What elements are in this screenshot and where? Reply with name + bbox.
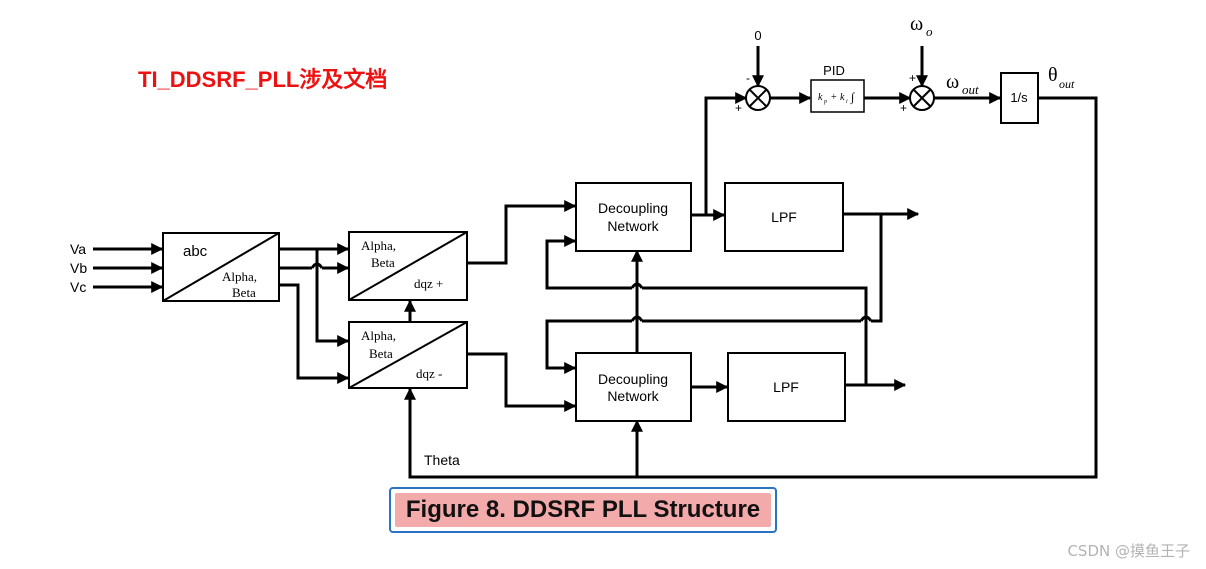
pid-formula-ki: k	[840, 92, 845, 103]
pid-formula-plus: +	[831, 92, 837, 103]
omega-out-sub: out	[962, 82, 979, 97]
va-label: Va	[70, 241, 86, 257]
lpf-top-label: LPF	[771, 209, 797, 225]
dqz-plus-alpha: Alpha,	[361, 238, 396, 253]
figure-caption-box: Figure 8. DDSRF PLL Structure	[389, 487, 777, 533]
theta-feedback-loop	[404, 96, 1098, 479]
annotation-title: TI_DDSRF_PLL涉及文档	[138, 67, 388, 92]
pid-formula-kp: k	[818, 92, 823, 103]
dqz-minus-beta: Beta	[369, 346, 393, 361]
lpf-top-block	[724, 182, 844, 252]
omega-o-symbol: ω	[910, 13, 923, 35]
integrator-block	[1000, 72, 1039, 124]
beta-to-dqz-minus	[279, 283, 350, 384]
dqz-minus-to-decoupling-bottom	[467, 352, 577, 412]
pid-formula-i-sub: i	[846, 99, 848, 105]
integrator-label: 1/s	[1010, 90, 1028, 105]
watermark: CSDN @摸鱼王子	[1067, 542, 1190, 560]
dqz-minus-alpha: Alpha,	[361, 328, 396, 343]
vb-label: Vb	[70, 260, 87, 276]
sum2-junction	[909, 85, 935, 111]
decoupling-network-top	[575, 182, 692, 252]
lpf-bottom-feedback	[642, 286, 868, 385]
figure-caption: Figure 8. DDSRF PLL Structure	[395, 493, 771, 527]
decoupling-top-line2: Network	[607, 218, 659, 234]
omega-o-sub: o	[926, 24, 933, 39]
lpf-bottom-label: LPF	[773, 379, 799, 395]
decoupling-network-bottom	[575, 352, 692, 422]
sum2-plus-top: +	[909, 71, 916, 85]
dqz-plus-label: dqz +	[414, 276, 443, 291]
sum1-minus-sign: -	[746, 71, 750, 85]
pid-formula-integral: ∫	[850, 90, 855, 104]
abc-alpha-label: Alpha,	[222, 269, 257, 284]
theta-label: Theta	[424, 452, 460, 468]
pid-label: PID	[823, 63, 845, 78]
dqz-plus-beta: Beta	[371, 255, 395, 270]
abc-beta-label: Beta	[232, 285, 256, 300]
alpha-to-dqz-minus	[315, 249, 350, 347]
lpf-bottom-block	[727, 352, 846, 422]
sum2-plus-bottom: +	[900, 101, 907, 115]
decoupling-bottom-line2: Network	[607, 388, 659, 404]
theta-out-symbol: θ	[1048, 64, 1058, 86]
abc-label: abc	[183, 243, 208, 260]
q-to-sum1	[704, 92, 748, 215]
zero-ref-label: 0	[754, 28, 761, 43]
decoupling-top-line1: Decoupling	[598, 200, 668, 216]
lpf-top-feedback	[871, 214, 883, 323]
theta-out-sub: out	[1059, 77, 1075, 91]
sum1-plus-sign: +	[735, 101, 742, 115]
dqz-minus-label: dqz -	[416, 366, 442, 381]
vc-label: Vc	[70, 279, 86, 295]
sum1-junction	[745, 85, 771, 111]
omega-out-symbol: ω	[946, 71, 959, 93]
pid-block	[810, 79, 865, 113]
dqz-plus-to-decoupling-top	[467, 200, 577, 265]
pid-formula-p-sub: p	[823, 99, 827, 105]
decoupling-bottom-line1: Decoupling	[598, 371, 668, 387]
